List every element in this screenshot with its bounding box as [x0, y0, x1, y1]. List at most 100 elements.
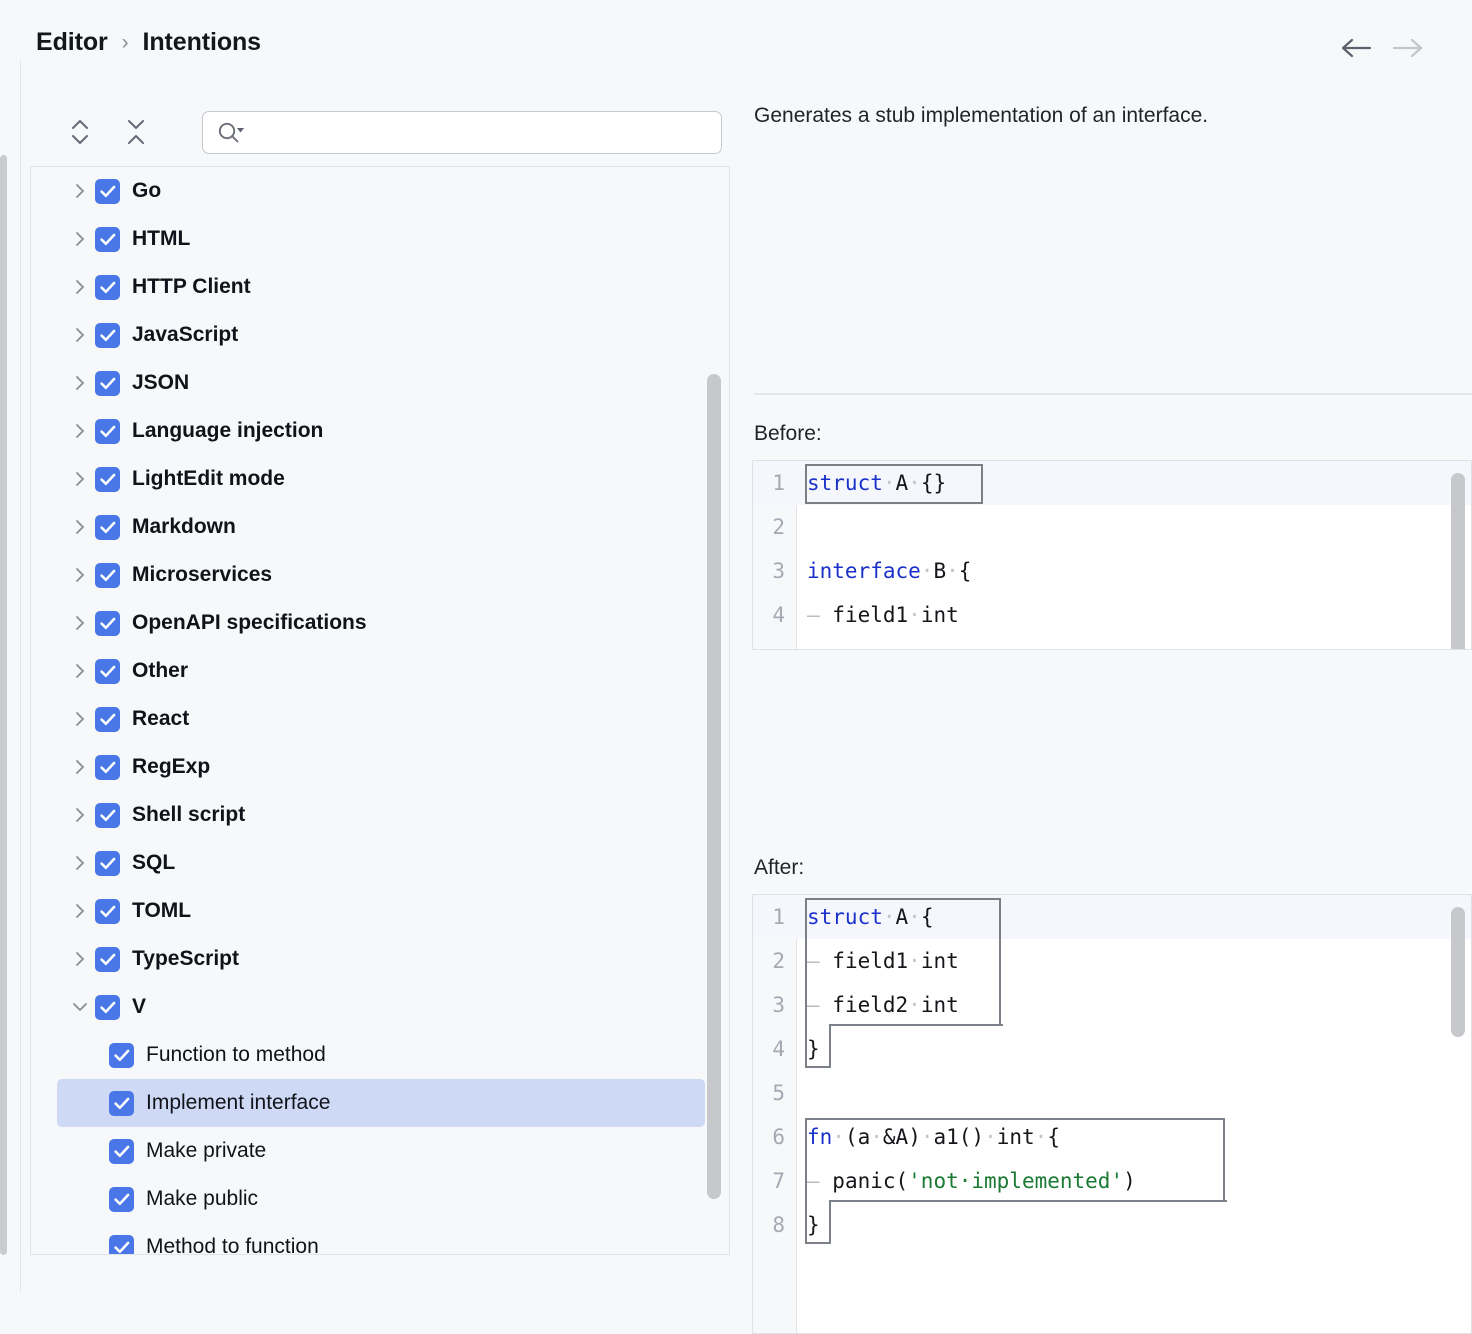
tree-item-html[interactable]: HTML	[31, 215, 729, 263]
tree-item-lightedit-mode[interactable]: LightEdit mode	[31, 455, 729, 503]
tree-toolbar	[36, 108, 726, 158]
search-input[interactable]	[255, 114, 695, 151]
chevron-right-icon[interactable]	[65, 416, 95, 446]
tree-item-function-to-method[interactable]: Function to method	[31, 1031, 729, 1079]
chevron-right-icon[interactable]	[65, 896, 95, 926]
checkbox-checked-icon[interactable]	[109, 1090, 134, 1116]
after-gutter	[753, 895, 797, 1333]
checkbox-checked-icon[interactable]	[95, 994, 120, 1020]
tree-item-http-client[interactable]: HTTP Client	[31, 263, 729, 311]
code-text: fn·(a·&A)·a1()·int·{	[807, 1125, 1060, 1149]
checkbox-checked-icon[interactable]	[95, 562, 120, 588]
code-text: — field2·int	[807, 637, 959, 649]
checkbox-checked-icon[interactable]	[109, 1186, 134, 1212]
code-line: 2	[753, 505, 1471, 549]
chevron-right-icon[interactable]	[65, 752, 95, 782]
tree-item-make-public[interactable]: Make public	[31, 1175, 729, 1223]
chevron-down-icon[interactable]	[65, 992, 95, 1022]
search-box[interactable]	[202, 111, 722, 154]
tree-item-label: Implement interface	[146, 1091, 331, 1114]
tree-item-typescript[interactable]: TypeScript	[31, 935, 729, 983]
chevron-right-icon[interactable]	[65, 512, 95, 542]
chevron-right-icon[interactable]	[65, 800, 95, 830]
checkbox-checked-icon[interactable]	[95, 466, 120, 492]
chevron-right-icon[interactable]	[65, 320, 95, 350]
checkbox-checked-icon[interactable]	[109, 1138, 134, 1164]
outer-scrollbar-thumb[interactable]	[0, 155, 7, 1255]
line-number: 2	[772, 515, 785, 539]
line-number: 7	[772, 1169, 785, 1193]
tree-item-implement-interface[interactable]: Implement interface	[57, 1079, 705, 1127]
tree-item-v[interactable]: V	[31, 983, 729, 1031]
tree-item-label: RegExp	[132, 755, 211, 778]
arrow-left-icon[interactable]	[1336, 30, 1376, 66]
chevron-right-icon[interactable]	[65, 368, 95, 398]
checkbox-checked-icon[interactable]	[109, 1042, 134, 1068]
checkbox-checked-icon[interactable]	[109, 1234, 134, 1254]
tree-item-json[interactable]: JSON	[31, 359, 729, 407]
checkbox-checked-icon[interactable]	[95, 898, 120, 924]
checkbox-checked-icon[interactable]	[95, 754, 120, 780]
checkbox-checked-icon[interactable]	[95, 226, 120, 252]
breadcrumb-item-editor[interactable]: Editor	[36, 28, 108, 56]
code-text: — field1·int	[807, 603, 959, 627]
tree-item-label: TypeScript	[132, 947, 239, 970]
tree-item-label: LightEdit mode	[132, 467, 285, 490]
search-icon	[217, 120, 247, 146]
after-scrollbar-thumb[interactable]	[1451, 907, 1465, 1037]
tree-item-make-private[interactable]: Make private	[31, 1127, 729, 1175]
checkbox-checked-icon[interactable]	[95, 706, 120, 732]
tree-scrollbar-thumb[interactable]	[707, 374, 721, 1199]
tree-item-regexp[interactable]: RegExp	[31, 743, 729, 791]
before-scrollbar-thumb[interactable]	[1451, 473, 1465, 649]
checkbox-checked-icon[interactable]	[95, 370, 120, 396]
tree-item-shell-script[interactable]: Shell script	[31, 791, 729, 839]
checkbox-checked-icon[interactable]	[95, 802, 120, 828]
tree-item-method-to-function[interactable]: Method to function	[31, 1223, 729, 1255]
chevron-right-icon[interactable]	[65, 944, 95, 974]
chevron-right-icon[interactable]	[65, 608, 95, 638]
chevron-right-icon[interactable]	[65, 176, 95, 206]
chevron-right-icon[interactable]	[65, 224, 95, 254]
tree-item-javascript[interactable]: JavaScript	[31, 311, 729, 359]
checkbox-checked-icon[interactable]	[95, 418, 120, 444]
checkbox-checked-icon[interactable]	[95, 178, 120, 204]
chevron-right-icon[interactable]	[65, 464, 95, 494]
tree-item-language-injection[interactable]: Language injection	[31, 407, 729, 455]
checkbox-checked-icon[interactable]	[95, 274, 120, 300]
tree-item-toml[interactable]: TOML	[31, 887, 729, 935]
checkbox-checked-icon[interactable]	[95, 850, 120, 876]
line-number: 4	[772, 603, 785, 627]
tree-item-markdown[interactable]: Markdown	[31, 503, 729, 551]
checkbox-checked-icon[interactable]	[95, 322, 120, 348]
chevron-right-icon[interactable]	[65, 656, 95, 686]
tree-item-other[interactable]: Other	[31, 647, 729, 695]
header-bar: Editor › Intentions	[0, 0, 1472, 88]
chevron-right-icon[interactable]	[65, 272, 95, 302]
tree-item-go[interactable]: Go	[31, 167, 729, 215]
collapse-all-icon[interactable]	[114, 108, 158, 156]
outer-scrollbar-track[interactable]	[0, 60, 8, 1292]
checkbox-checked-icon[interactable]	[95, 658, 120, 684]
chevron-right-icon[interactable]	[65, 848, 95, 878]
tree-item-microservices[interactable]: Microservices	[31, 551, 729, 599]
tree-item-sql[interactable]: SQL	[31, 839, 729, 887]
tree-item-react[interactable]: React	[31, 695, 729, 743]
checkbox-checked-icon[interactable]	[95, 610, 120, 636]
checkbox-checked-icon[interactable]	[95, 514, 120, 540]
expand-all-icon[interactable]	[58, 108, 102, 156]
tree-item-openapi-specifications[interactable]: OpenAPI specifications	[31, 599, 729, 647]
checkbox-checked-icon[interactable]	[95, 946, 120, 972]
tree-item-label: Method to function	[146, 1235, 319, 1255]
chevron-right-icon[interactable]	[65, 704, 95, 734]
code-text: — field1·int	[807, 949, 959, 973]
before-label: Before:	[754, 422, 822, 445]
chevron-right-icon[interactable]	[65, 560, 95, 590]
tree-item-label: Markdown	[132, 515, 236, 538]
tree-item-label: JavaScript	[132, 323, 239, 346]
intention-description: Generates a stub implementation of an in…	[754, 104, 1209, 127]
tree-item-label: SQL	[132, 851, 176, 874]
